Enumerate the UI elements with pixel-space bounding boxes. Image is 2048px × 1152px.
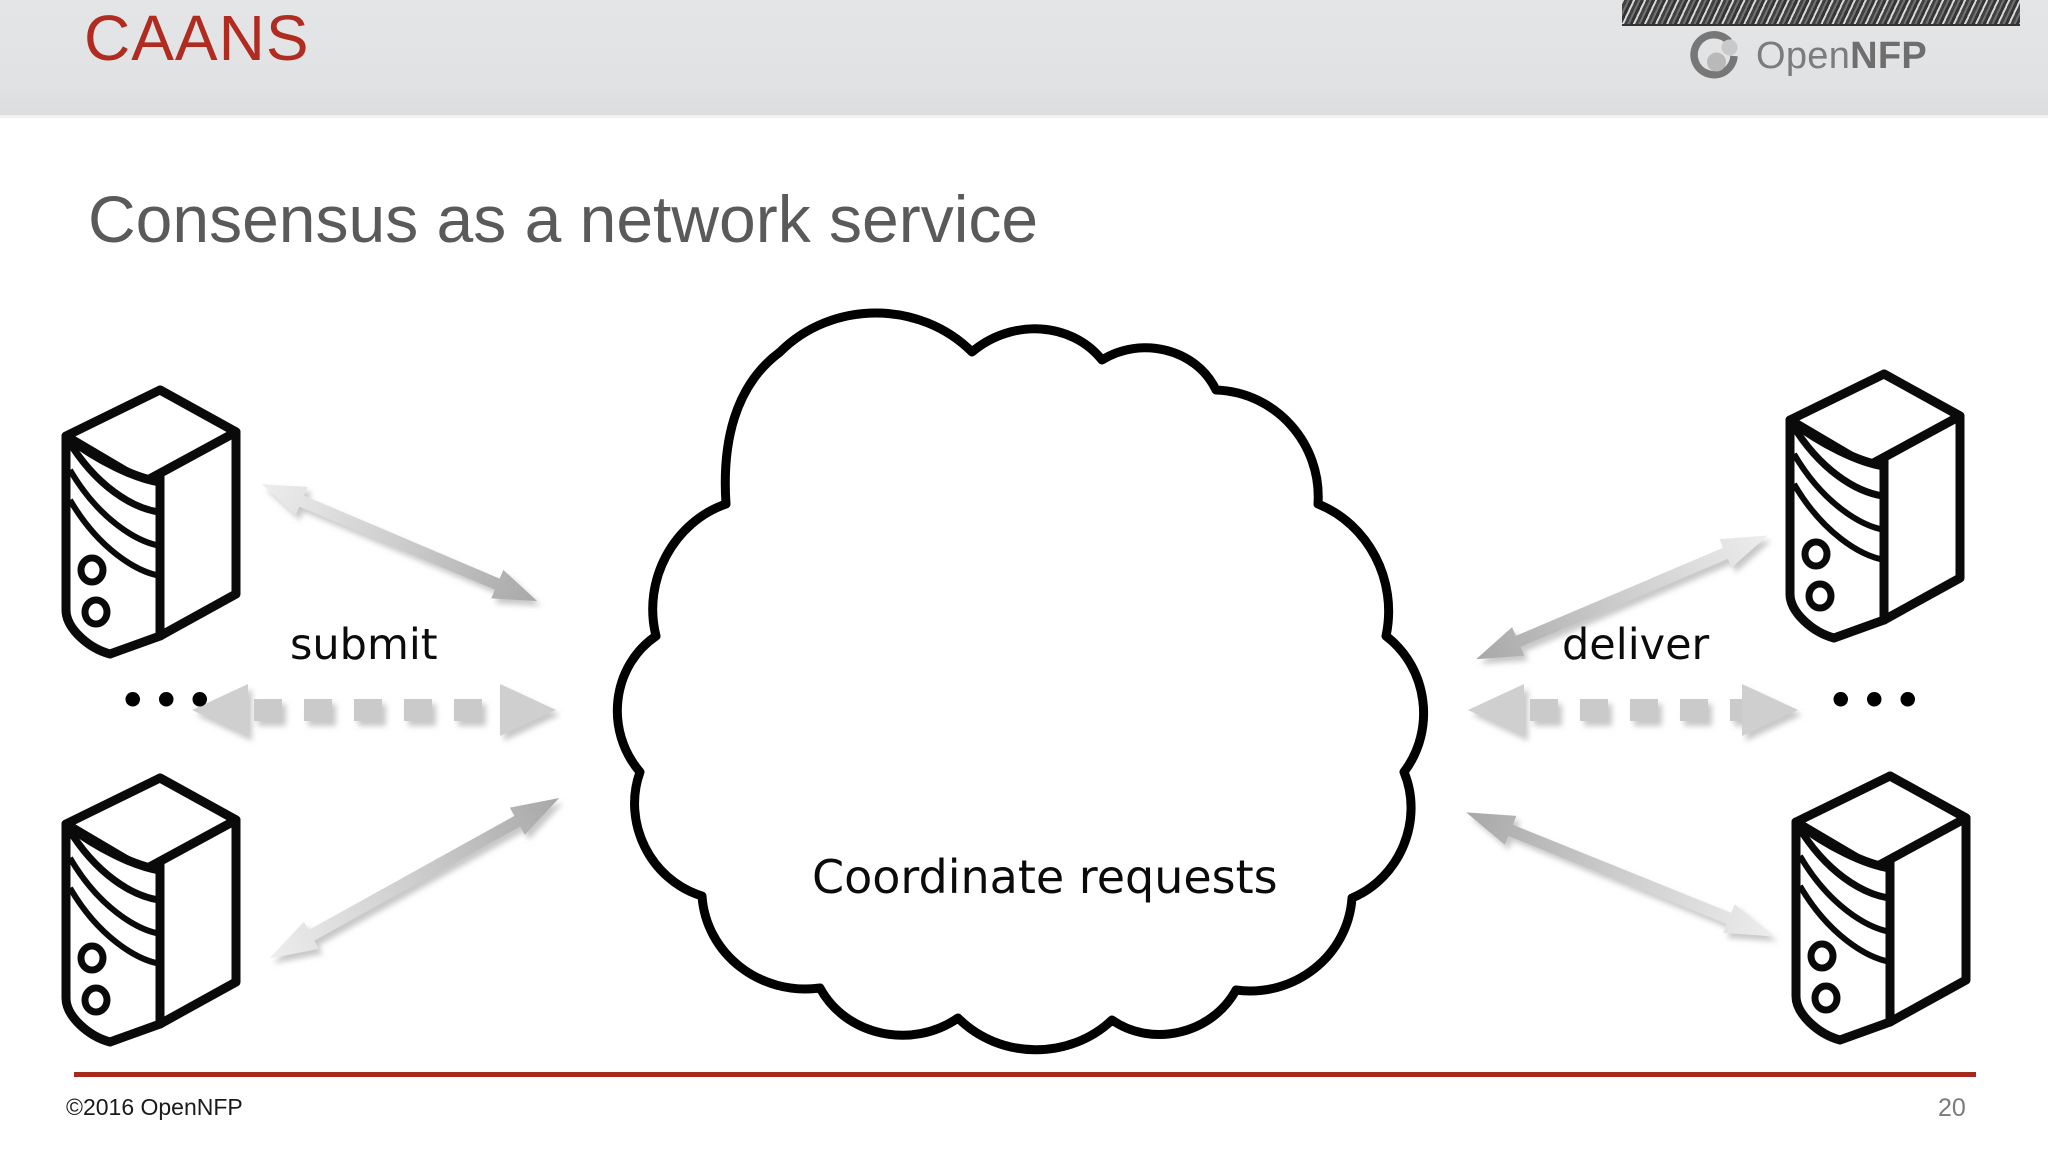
- server-tower-icon-bottom-right: [1796, 776, 1966, 1040]
- slide-heading: Consensus as a network service: [88, 182, 1039, 256]
- arrow-label-submit: submit: [290, 620, 438, 670]
- cloud-shape: [612, 308, 1429, 1055]
- logo-text-nfp: NFP: [1850, 35, 1928, 77]
- page-title: CAANS: [84, 2, 310, 74]
- server-tower-icon-bottom-left: [66, 778, 236, 1042]
- cloud-label: Coordinate requests: [812, 850, 1278, 904]
- page-number: 20: [1938, 1094, 1966, 1122]
- opennfp-logo: OpenNFP: [1688, 28, 1927, 84]
- server-tower-icon-top-right: [1790, 374, 1960, 638]
- arrow-submit-bottom: [262, 784, 567, 973]
- hatched-decoration-band: [1622, 0, 2020, 26]
- opennfp-ring-icon: [1688, 29, 1742, 83]
- server-tower-icon-top-left: [66, 390, 236, 654]
- ellipsis-right: •••: [1826, 672, 1927, 730]
- arrow-label-deliver: deliver: [1562, 620, 1710, 670]
- arrow-dashed-right: [1468, 684, 1798, 736]
- footer-divider: [74, 1072, 1976, 1077]
- arrow-deliver-bottom: [1460, 798, 1780, 951]
- copyright-text: ©2016 OpenNFP: [66, 1094, 243, 1120]
- opennfp-logo-text: OpenNFP: [1756, 37, 1927, 75]
- arrow-dashed-left: [192, 684, 556, 736]
- logo-text-open: Open: [1756, 35, 1851, 77]
- ellipsis-left: •••: [118, 672, 219, 730]
- arrow-submit-top: [255, 470, 544, 616]
